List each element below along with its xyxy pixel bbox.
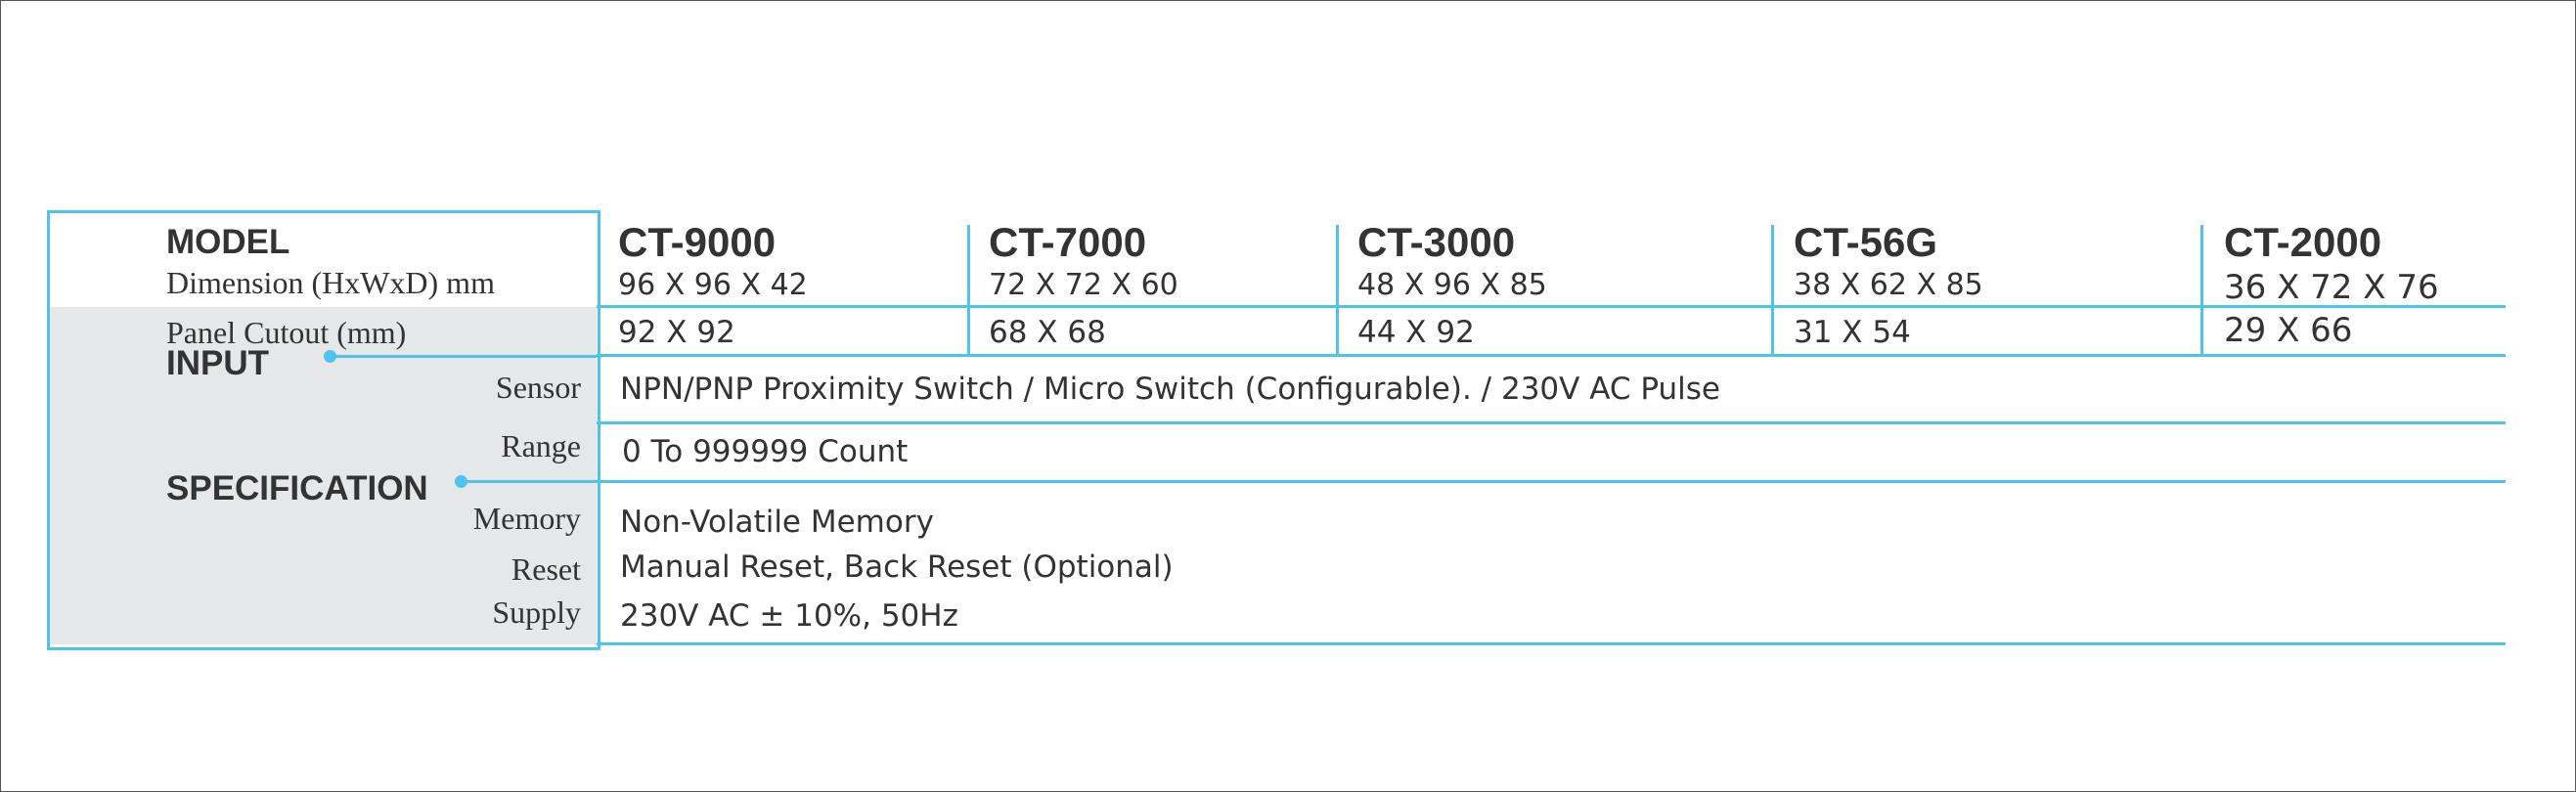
row-label-supply: Supply — [492, 594, 581, 630]
model-cutout: 31 X 54 — [1794, 315, 1911, 350]
input-connector-dot — [324, 350, 336, 363]
column-separator-4 — [2200, 225, 2203, 356]
row-label-reset: Reset — [511, 551, 581, 587]
label-panel-background — [47, 307, 597, 644]
model-name: CT-9000 — [618, 219, 777, 265]
rule-sensor-bottom — [597, 421, 2506, 424]
model-cutout: 44 X 92 — [1357, 315, 1475, 350]
model-cutout: 92 X 92 — [618, 315, 735, 350]
model-label: MODEL — [166, 223, 290, 261]
rule-cutout-bottom — [597, 354, 2506, 357]
supply-value: 230V AC ± 10%, 50Hz — [620, 598, 958, 634]
row-label-memory: Memory — [472, 501, 581, 536]
rule-header-bottom — [597, 305, 2506, 308]
column-separator-3 — [1771, 225, 1774, 356]
model-cutout: 29 X 66 — [2224, 311, 2353, 350]
sensor-value: NPN/PNP Proximity Switch / Micro Switch … — [620, 372, 1721, 407]
model-name: CT-2000 — [2224, 219, 2382, 265]
rule-range-bottom — [597, 480, 2506, 483]
input-section-label: INPUT — [166, 344, 269, 382]
model-name: CT-3000 — [1357, 219, 1516, 265]
model-cutout: 68 X 68 — [989, 315, 1106, 350]
row-label-range: Range — [501, 428, 581, 463]
label-panel-border — [47, 210, 600, 650]
reset-value: Manual Reset, Back Reset (Optional) — [620, 550, 1174, 585]
model-dimension: 48 X 96 X 85 — [1357, 268, 1547, 302]
model-dimension: 36 X 72 X 76 — [2224, 268, 2439, 307]
cutout-label: Panel Cutout (mm) — [166, 315, 407, 350]
model-dimension: 96 X 96 X 42 — [618, 268, 808, 302]
row-label-sensor: Sensor — [495, 370, 581, 405]
model-dimension: 38 X 62 X 85 — [1794, 268, 1983, 302]
model-name: CT-56G — [1794, 219, 1938, 265]
column-separator-2 — [1336, 225, 1339, 356]
rule-table-bottom — [597, 642, 2506, 645]
dimension-label: Dimension (HxWxD) mm — [166, 265, 495, 300]
model-name: CT-7000 — [989, 219, 1147, 265]
column-separator-1 — [967, 225, 970, 356]
range-value: 0 To 999999 Count — [622, 434, 909, 469]
specification-connector-line — [462, 480, 597, 483]
input-connector-line — [331, 355, 597, 358]
memory-value: Non-Volatile Memory — [620, 505, 934, 540]
specification-connector-dot — [455, 475, 467, 488]
model-dimension: 72 X 72 X 60 — [989, 268, 1178, 302]
specification-section-label: SPECIFICATION — [166, 469, 428, 507]
